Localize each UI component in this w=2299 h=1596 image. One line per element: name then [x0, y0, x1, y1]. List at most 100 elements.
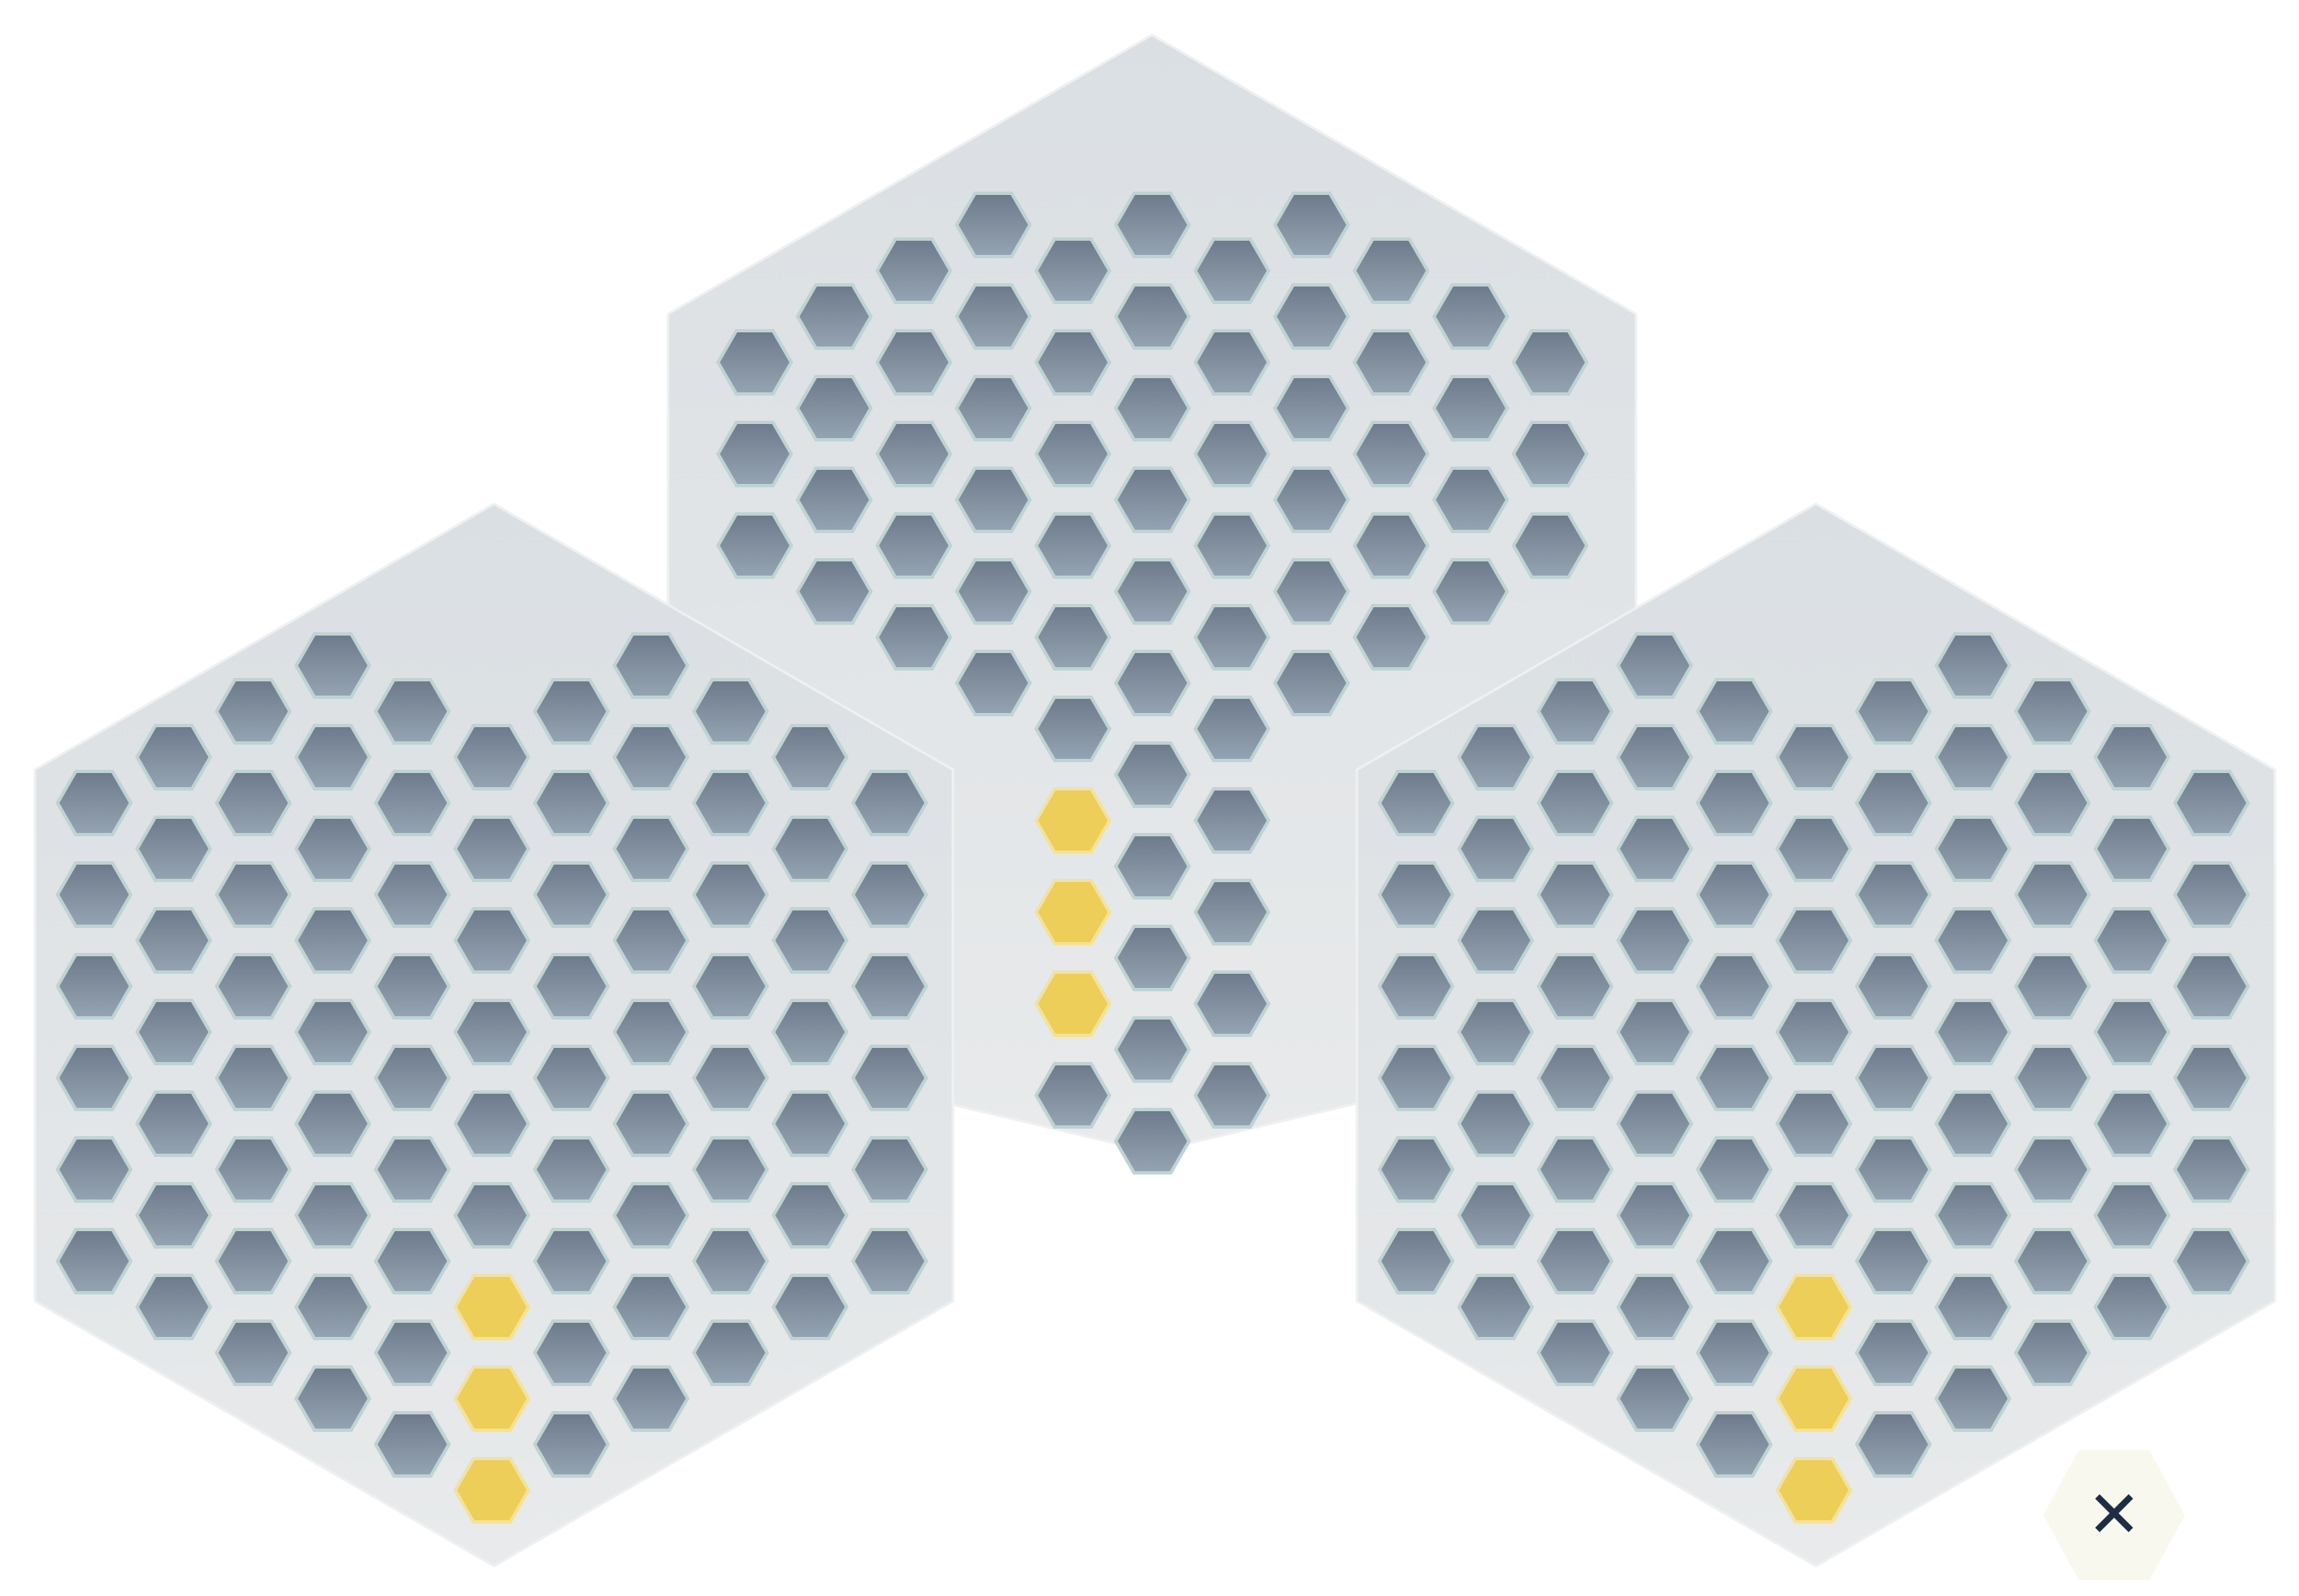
board-cell[interactable]: [2013, 678, 2092, 745]
board-cell[interactable]: [1695, 1228, 1773, 1294]
board-cell[interactable]: [612, 1274, 690, 1340]
board-cell[interactable]: [771, 1274, 849, 1340]
board-cell[interactable]: [716, 512, 794, 579]
board-cell[interactable]: [1034, 696, 1112, 762]
board-cell[interactable]: [955, 375, 1032, 441]
board-cell[interactable]: [1536, 1228, 1614, 1294]
board-cell[interactable]: [1352, 604, 1430, 671]
board-cell[interactable]: [612, 815, 690, 882]
board-cell[interactable]: [1511, 329, 1589, 396]
board-cell[interactable]: [691, 861, 770, 928]
board-cell[interactable]: [2013, 1136, 2092, 1203]
board-cell[interactable]: [1934, 815, 2012, 882]
board-cell[interactable]: [135, 815, 212, 882]
board-cell[interactable]: [1114, 650, 1191, 716]
board-cell[interactable]: [1377, 1228, 1455, 1294]
board-cell[interactable]: [1854, 1136, 1932, 1203]
board-cell[interactable]: [691, 770, 770, 836]
board-cell[interactable]: [612, 999, 690, 1065]
board-cell[interactable]: [955, 283, 1032, 350]
board-cell[interactable]: [55, 1045, 133, 1111]
board-cell[interactable]: [1616, 999, 1693, 1065]
board-cell[interactable]: [1114, 1016, 1191, 1083]
board-cell[interactable]: [1616, 632, 1693, 699]
board-cell[interactable]: [373, 1228, 451, 1294]
board-cell[interactable]: [1536, 770, 1614, 836]
board-cell[interactable]: [373, 1136, 451, 1203]
board-cell[interactable]: [1775, 999, 1853, 1065]
board-cell[interactable]: [2013, 1319, 2092, 1386]
board-cell[interactable]: [691, 1136, 770, 1203]
board-cell[interactable]: [1854, 1319, 1932, 1386]
board-cell[interactable]: [214, 1136, 292, 1203]
board-cell[interactable]: [1352, 329, 1430, 396]
board-cell[interactable]: [2013, 861, 2092, 928]
board-cell[interactable]: [771, 999, 849, 1065]
board-cell[interactable]: [55, 861, 133, 928]
board-cell[interactable]: [2093, 724, 2171, 791]
board-cell[interactable]: [1114, 466, 1191, 533]
board-cell[interactable]: [1695, 1319, 1773, 1386]
board-cell[interactable]: [771, 1090, 849, 1157]
board-cell[interactable]: [214, 953, 292, 1020]
board-cell[interactable]: [850, 770, 929, 836]
board-cell[interactable]: [691, 678, 770, 745]
board-cell[interactable]: [1457, 1274, 1534, 1340]
board-cell[interactable]: [1616, 1365, 1693, 1432]
board-cell[interactable]: [1034, 237, 1112, 304]
board-cell[interactable]: [771, 1182, 849, 1249]
board-cell[interactable]: [612, 1182, 690, 1249]
board-cell[interactable]: [532, 770, 611, 836]
board-cell[interactable]: [1377, 953, 1455, 1020]
board-cell[interactable]: [1114, 833, 1191, 900]
board-cell[interactable]: [1695, 678, 1773, 745]
board-cell[interactable]: [1352, 512, 1430, 579]
board-cell[interactable]: [1775, 1090, 1853, 1157]
board-cell-highlighted[interactable]: [1034, 970, 1112, 1037]
board-cell[interactable]: [1775, 815, 1853, 882]
board-cell[interactable]: [1352, 421, 1430, 487]
board-cell[interactable]: [2172, 1045, 2251, 1111]
board-cell[interactable]: [55, 953, 133, 1020]
board-cell[interactable]: [1114, 283, 1191, 350]
board-cell[interactable]: [135, 1182, 212, 1249]
board-cell[interactable]: [1377, 770, 1455, 836]
board-cell[interactable]: [1854, 953, 1932, 1020]
board-cell[interactable]: [955, 192, 1032, 258]
board-cell[interactable]: [214, 861, 292, 928]
board-cell[interactable]: [850, 953, 929, 1020]
board-cell[interactable]: [453, 815, 531, 882]
board-cell[interactable]: [1695, 861, 1773, 928]
board-cell[interactable]: [294, 724, 372, 791]
board-cell[interactable]: [1193, 512, 1271, 579]
board-cell[interactable]: [1854, 1411, 1932, 1478]
board-cell-highlighted[interactable]: [1034, 879, 1112, 945]
board-cell[interactable]: [1457, 815, 1534, 882]
board-cell[interactable]: [691, 1228, 770, 1294]
board-cell[interactable]: [771, 907, 849, 974]
board-cell[interactable]: [612, 724, 690, 791]
board-cell[interactable]: [1114, 741, 1191, 808]
board-cell[interactable]: [850, 861, 929, 928]
board-cell[interactable]: [1775, 907, 1853, 974]
board-cell[interactable]: [955, 558, 1032, 625]
board-cell[interactable]: [1616, 1090, 1693, 1157]
board-cell[interactable]: [1934, 724, 2012, 791]
board-cell[interactable]: [294, 907, 372, 974]
board-cell[interactable]: [532, 1136, 611, 1203]
board-cell[interactable]: [1034, 421, 1112, 487]
board-cell[interactable]: [1854, 861, 1932, 928]
board-cell[interactable]: [294, 815, 372, 882]
board-cell[interactable]: [1457, 907, 1534, 974]
board-cell[interactable]: [716, 329, 794, 396]
board-cell[interactable]: [2013, 1045, 2092, 1111]
board-cell[interactable]: [373, 1319, 451, 1386]
board-cell[interactable]: [1616, 1182, 1693, 1249]
board-cell[interactable]: [875, 604, 953, 671]
board-cell[interactable]: [294, 1090, 372, 1157]
board-cell[interactable]: [1114, 375, 1191, 441]
board-cell[interactable]: [1432, 283, 1509, 350]
board-cell[interactable]: [2093, 907, 2171, 974]
board-cell[interactable]: [1934, 1182, 2012, 1249]
board-cell[interactable]: [875, 329, 953, 396]
